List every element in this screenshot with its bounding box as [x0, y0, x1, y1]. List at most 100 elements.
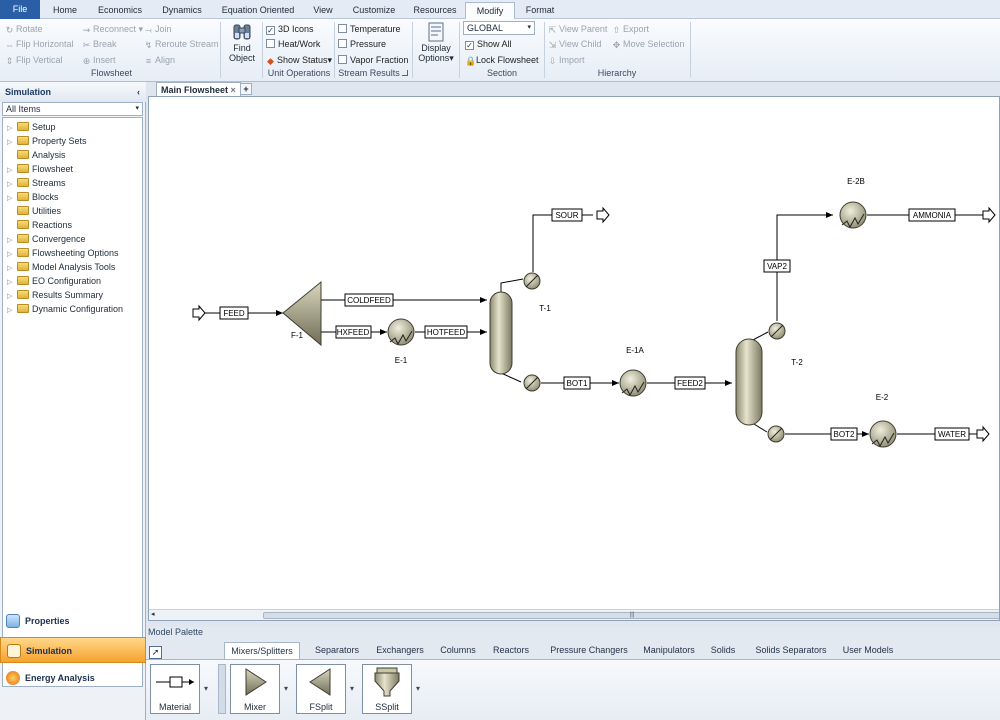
tab-mixers-splitters[interactable]: Mixers/Splitters — [224, 642, 300, 659]
menu-file[interactable]: File — [0, 0, 40, 19]
stream-label-feed[interactable]: FEED — [219, 306, 249, 320]
tab-columns[interactable]: Columns — [440, 645, 476, 655]
tab-solids-separators[interactable]: Solids Separators — [755, 645, 827, 655]
move-selection-button[interactable]: ✥Move Selection — [612, 39, 685, 50]
horizontal-scrollbar[interactable]: ◂ ||| — [149, 609, 999, 620]
flip-vertical-button[interactable]: ⇕Flip Vertical — [5, 55, 63, 66]
tree-item-dynamic-configuration[interactable]: ▷Dynamic Configuration — [7, 302, 123, 316]
show-all-checkbox[interactable]: ✓Show All — [465, 39, 512, 50]
chevron-down-icon[interactable]: ▾ — [284, 684, 289, 693]
menu-dynamics[interactable]: Dynamics — [162, 5, 202, 15]
flowsheet-canvas[interactable]: FEED COLDFEED HXFEED HOTFEED SOUR BOT1 F… — [148, 96, 1000, 621]
menu-view[interactable]: View — [313, 5, 333, 15]
column-t1[interactable] — [489, 291, 513, 375]
tree-item-flowsheeting-options[interactable]: ▷Flowsheeting Options — [7, 246, 119, 260]
scrollbar-thumb[interactable]: ||| — [263, 612, 999, 619]
expand-icon[interactable]: ▷ — [7, 195, 13, 202]
palette-item-material[interactable]: Material — [150, 664, 200, 714]
tree-item-flowsheet[interactable]: ▷Flowsheet — [7, 162, 73, 176]
tab-exchangers[interactable]: Exchangers — [376, 645, 424, 655]
stream-line-t1-to-reb[interactable] — [500, 372, 522, 383]
reconnect-button[interactable]: ⇝Reconnect ▾ — [82, 24, 144, 35]
menu-modify[interactable]: Modify — [465, 2, 515, 20]
tab-user-models[interactable]: User Models — [842, 645, 894, 655]
expand-icon[interactable]: ▷ — [7, 139, 13, 146]
chevron-down-icon[interactable]: ▾ — [416, 684, 421, 693]
select-mode-icon[interactable]: ➚ — [149, 646, 162, 659]
menu-format[interactable]: Format — [525, 5, 555, 15]
collapse-pane-icon[interactable]: ‹ — [137, 87, 140, 97]
close-icon[interactable]: × — [230, 85, 236, 95]
tab-manipulators[interactable]: Manipulators — [643, 645, 695, 655]
tree-item-utilities[interactable]: Utilities — [7, 204, 61, 218]
stream-label-vap2[interactable]: VAP2 — [763, 259, 791, 273]
filter-select[interactable]: All Items ▾ — [2, 102, 143, 116]
find-object-button[interactable]: Find Object — [224, 21, 260, 67]
menu-home[interactable]: Home — [52, 5, 77, 15]
stream-label-feed2[interactable]: FEED2 — [674, 376, 706, 390]
display-options-button[interactable]: Display Options▾ — [416, 21, 456, 67]
palette-item-fsplit[interactable]: FSplit — [296, 664, 346, 714]
chevron-down-icon[interactable]: ▾ — [350, 684, 355, 693]
tree-item-property-sets[interactable]: ▷Property Sets — [7, 134, 87, 148]
stream-label-sour[interactable]: SOUR — [551, 208, 583, 222]
export-button[interactable]: ⇧Export — [612, 24, 650, 35]
splitter-f1[interactable] — [282, 280, 322, 347]
menu-resources[interactable]: Resources — [413, 5, 457, 15]
tree-item-blocks[interactable]: ▷Blocks — [7, 190, 59, 204]
dialog-launcher-icon[interactable] — [402, 70, 408, 76]
column-t2[interactable] — [735, 338, 763, 426]
insert-button[interactable]: ⊕Insert — [82, 55, 116, 66]
reroute-stream-button[interactable]: ↯Reroute Stream — [144, 39, 219, 50]
view-parent-button[interactable]: ⇱View Parent — [548, 24, 608, 35]
join-button[interactable]: ⤙Join — [144, 24, 172, 35]
stream-line-vap2[interactable] — [776, 214, 833, 321]
tab-pressure-changers[interactable]: Pressure Changers — [550, 645, 628, 655]
flip-horizontal-button[interactable]: ⇔Flip Horizontal — [5, 39, 74, 50]
break-button[interactable]: ✂Break — [82, 39, 117, 50]
tree-item-convergence[interactable]: ▷Convergence — [7, 232, 86, 246]
tree-item-results-summary[interactable]: ▷Results Summary — [7, 288, 103, 302]
expand-icon[interactable]: ▷ — [7, 167, 13, 174]
import-button[interactable]: ⇩Import — [548, 55, 585, 66]
lock-flowsheet-button[interactable]: 🔒Lock Flowsheet — [465, 55, 539, 66]
stream-label-hotfeed[interactable]: HOTFEED — [424, 325, 468, 339]
section-select[interactable]: GLOBAL ▾ — [463, 21, 535, 35]
expand-icon[interactable]: ▷ — [7, 279, 13, 286]
tab-main-flowsheet[interactable]: Main Flowsheet × — [156, 82, 241, 96]
tree-item-eo-configuration[interactable]: ▷EO Configuration — [7, 274, 101, 288]
tree-item-reactions[interactable]: Reactions — [7, 218, 72, 232]
stream-label-bot2[interactable]: BOT2 — [830, 427, 858, 441]
tree-item-model-analysis-tools[interactable]: ▷Model Analysis Tools — [7, 260, 115, 274]
tree-item-analysis[interactable]: Analysis — [7, 148, 66, 162]
flowsheet-diagram[interactable]: FEED COLDFEED HXFEED HOTFEED SOUR BOT1 F… — [149, 97, 1000, 611]
palette-item-ssplit[interactable]: SSplit — [362, 664, 412, 714]
tree-item-streams[interactable]: ▷Streams — [7, 176, 66, 190]
tab-separators[interactable]: Separators — [314, 645, 360, 655]
nav-properties-button[interactable]: Properties — [0, 608, 146, 634]
expand-icon[interactable]: ▷ — [7, 307, 13, 314]
stream-label-hxfeed[interactable]: HXFEED — [335, 325, 372, 339]
show-status-button[interactable]: ◆Show Status▾ — [267, 55, 333, 66]
stream-label-ammonia[interactable]: AMMONIA — [908, 208, 956, 222]
menu-economics[interactable]: Economics — [97, 5, 142, 15]
add-tab-button[interactable]: + — [240, 83, 252, 95]
3d-icons-checkbox[interactable]: ✓3D Icons — [266, 24, 314, 35]
tab-solids[interactable]: Solids — [710, 645, 736, 655]
chevron-down-icon[interactable]: ▾ — [204, 684, 209, 693]
expand-icon[interactable]: ▷ — [7, 251, 13, 258]
expand-icon[interactable]: ▷ — [7, 265, 13, 272]
rotate-button[interactable]: ↻Rotate — [5, 24, 43, 35]
tab-reactors[interactable]: Reactors — [492, 645, 529, 655]
align-button[interactable]: ≡Align — [145, 55, 176, 66]
menu-equation-oriented[interactable]: Equation Oriented — [221, 5, 295, 15]
expand-icon[interactable]: ▷ — [7, 181, 13, 188]
palette-item-mixer[interactable]: Mixer — [230, 664, 280, 714]
stream-label-coldfeed[interactable]: COLDFEED — [344, 293, 394, 307]
heat-work-checkbox[interactable]: Heat/Work — [266, 37, 320, 52]
vapor-fraction-checkbox[interactable]: Vapor Fraction — [338, 53, 408, 68]
expand-icon[interactable]: ▷ — [7, 293, 13, 300]
expand-icon[interactable]: ▷ — [7, 125, 13, 132]
stream-line-sour[interactable] — [532, 214, 593, 272]
stream-line-t1-to-cond[interactable] — [500, 278, 524, 294]
